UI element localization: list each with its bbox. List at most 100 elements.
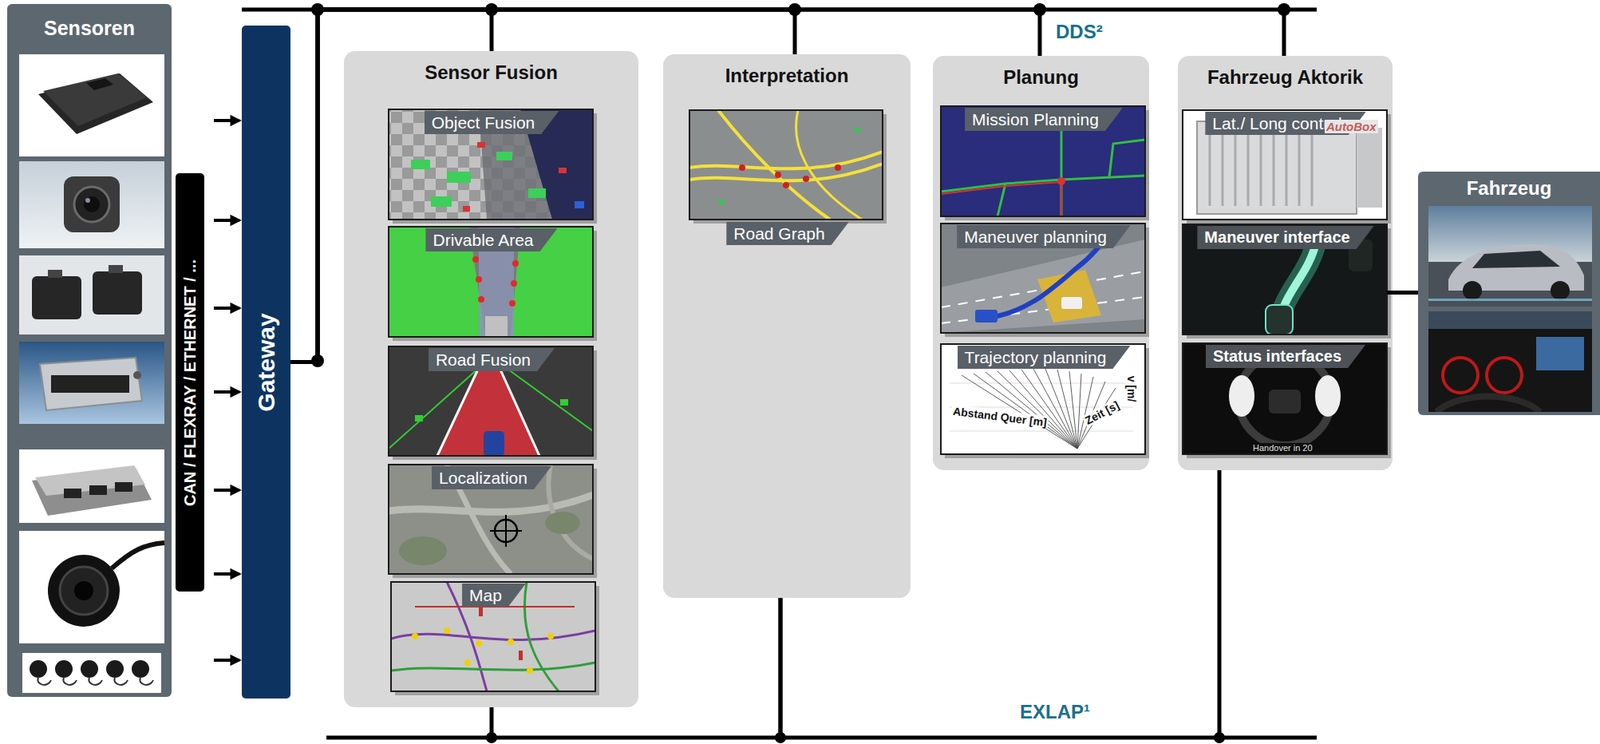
axis-label: v [m/ (1125, 374, 1138, 404)
sensor-image (59, 566, 108, 615)
sensor-image (19, 54, 165, 157)
drivable-area-image (509, 300, 516, 307)
trajectory-plot (1069, 371, 1078, 449)
drivable-area-image (492, 244, 498, 250)
trajectory-plot (1009, 370, 1078, 449)
autobox-image (1209, 129, 1312, 206)
maneuver-planning-image (940, 223, 1146, 333)
drivable-area-image (388, 226, 593, 337)
object-fusion-image (558, 167, 567, 174)
bus-connector (290, 9, 1040, 363)
mission-planning-image (1057, 177, 1066, 186)
localization-image (545, 511, 581, 534)
road-graph-image (738, 164, 746, 171)
map-image (443, 627, 451, 634)
sensor-image (19, 161, 165, 249)
sensor-image (63, 677, 77, 685)
sensor-image (19, 161, 165, 249)
bus-connector (491, 597, 781, 738)
sensor-image (22, 652, 162, 693)
vehicle-photo (1428, 298, 1593, 301)
autobox-image (1260, 129, 1263, 206)
card-frame (388, 226, 593, 337)
maneuver-planning-image (975, 309, 998, 323)
maneuver-planning-image (1061, 296, 1083, 309)
sensor-image (39, 357, 143, 411)
card-frame (388, 106, 1387, 692)
drivable-area-image (475, 276, 482, 283)
sensor-image (92, 271, 143, 315)
panel-title: Sensoren (7, 3, 172, 40)
sensor-image (86, 78, 114, 91)
trajectory-plot (1033, 368, 1078, 449)
sensor-image (19, 449, 165, 523)
localization-image (388, 464, 593, 574)
status-interface-image (1228, 375, 1255, 417)
trajectory-plot (949, 430, 1134, 432)
maneuver-interface-image (1348, 239, 1373, 272)
bus-connector (780, 470, 1220, 738)
vehicle-photo (1472, 250, 1561, 269)
input-arrow (213, 118, 240, 123)
card-frame (1182, 343, 1387, 455)
input-arrow (213, 658, 240, 662)
status-interface-image (1182, 343, 1387, 455)
maneuver-planning-image (1037, 269, 1102, 323)
status-interface-image (1268, 389, 1301, 414)
road-graph-image (689, 151, 883, 170)
road-fusion-image (560, 399, 569, 406)
road-graph-image (853, 127, 861, 133)
group-title: Interpretation (663, 54, 911, 87)
sensor-image (19, 255, 165, 335)
map-image (411, 632, 419, 640)
label-holder: Abstand Quer [m] (951, 409, 1049, 424)
input-arrow (213, 306, 240, 310)
trajectory-plot (997, 371, 1078, 449)
vehicle-interior (1428, 311, 1593, 412)
card-label: Object Fusion (424, 110, 560, 135)
road-graph-image (796, 110, 862, 220)
localization-image (446, 464, 511, 574)
sensor-image (139, 677, 154, 685)
road-graph-image (689, 110, 883, 220)
road-fusion-image (414, 414, 423, 422)
sensor-image (29, 659, 48, 678)
gateway-name: Gateway (252, 312, 281, 411)
card-frame (940, 106, 1146, 217)
road-graph-image (718, 110, 830, 220)
map-image (507, 638, 514, 645)
localization-image (399, 536, 447, 565)
autobox-image (1221, 129, 1225, 206)
sensor-image (47, 554, 120, 627)
sensor-image (74, 580, 94, 601)
map-image (414, 605, 575, 608)
sensor-image (114, 677, 128, 685)
label-holder: EXLAP¹ (1019, 700, 1091, 723)
sensor-image (22, 652, 162, 693)
road-fusion-image (388, 346, 593, 456)
trajectory-plot (1045, 368, 1078, 449)
maneuver-planning-image (940, 223, 1146, 333)
sensor-image (19, 341, 165, 424)
object-fusion-image (388, 109, 593, 220)
device-label: AutoBox (1324, 119, 1379, 134)
vehicle-photo (1428, 205, 1593, 307)
card-label: Localization (431, 466, 552, 490)
group-title: Fahrzeug Aktorik (1177, 55, 1393, 89)
card-frame (388, 464, 593, 574)
road-graph-image (782, 181, 790, 189)
sensor-image (74, 186, 110, 222)
mission-planning-image (940, 106, 1146, 217)
mission-planning-image (1109, 139, 1146, 178)
panel-title: Fahrzeug (1418, 171, 1600, 200)
card-label: Maneuver planning (956, 225, 1131, 249)
map-image (391, 581, 596, 692)
drivable-area-image (513, 240, 521, 247)
bus-bar: CAN / FLEXRAY / ETHERNET / ... (175, 173, 205, 592)
vehicle-photo (1550, 280, 1570, 301)
autobox-image (1182, 110, 1387, 220)
mission-planning-image (940, 181, 1062, 217)
vehicle-interior (1486, 357, 1522, 393)
